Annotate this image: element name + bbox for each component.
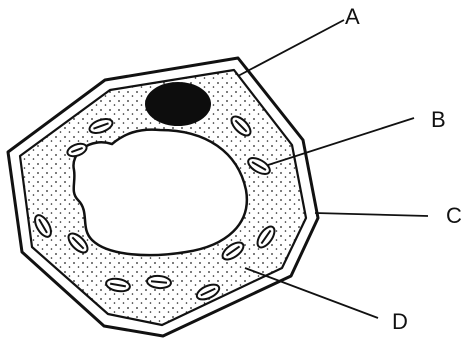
label-b: B xyxy=(431,109,446,131)
leader-line-a xyxy=(238,20,344,76)
leader-line-c xyxy=(315,213,428,216)
label-a: A xyxy=(345,6,360,28)
leader-line-d xyxy=(245,268,378,318)
label-c: C xyxy=(446,205,462,227)
nucleus xyxy=(145,82,211,126)
vacuole xyxy=(73,130,246,255)
label-d: D xyxy=(392,311,408,333)
